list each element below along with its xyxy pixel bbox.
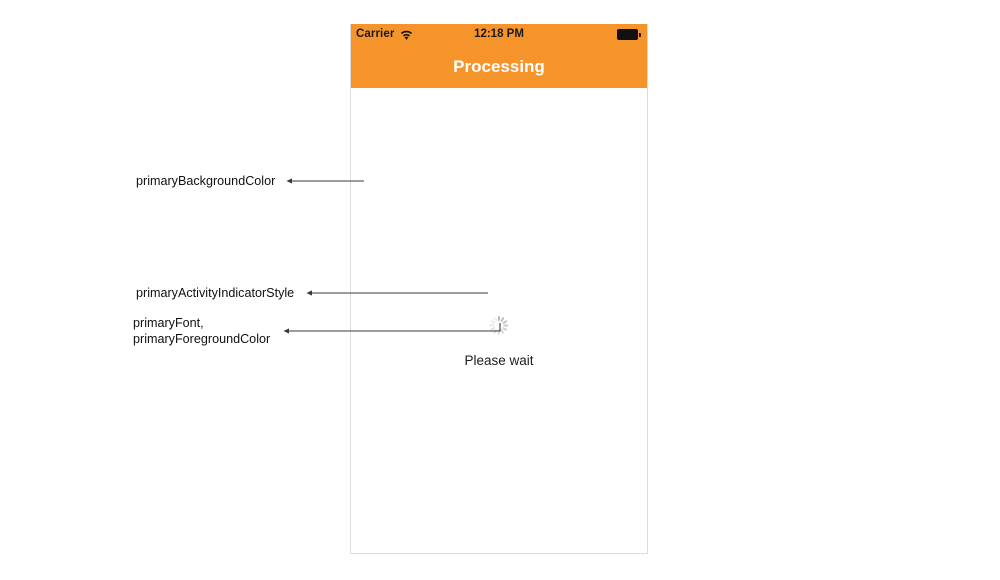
leader-line-primary-font-foreground-color — [283, 323, 507, 343]
annotation-label-primary-background-color: primaryBackgroundColor — [136, 174, 276, 188]
annotation-label-primary-activity-indicator-style: primaryActivityIndicatorStyle — [136, 286, 295, 300]
leader-line-primary-activity-indicator-style — [306, 285, 490, 301]
annotation-line-2: primaryForegroundColor — [133, 332, 271, 346]
wifi-icon — [400, 28, 413, 40]
phone-mockup: Carrier 12:18 PM Processing — [350, 24, 648, 554]
status-bar-time: 12:18 PM — [474, 28, 524, 40]
battery-full-icon — [617, 29, 641, 40]
activity-indicator-spinner — [489, 315, 509, 335]
annotation-label-primary-font-foreground-color: primaryFont, primaryForegroundColor — [133, 315, 270, 347]
annotation-line-1: primaryFont, — [133, 316, 204, 330]
page-title: Processing — [453, 57, 545, 76]
navigation-bar: Processing — [351, 45, 647, 88]
content-area: Please wait — [351, 88, 647, 553]
wait-label: Please wait — [464, 353, 534, 368]
status-bar: Carrier 12:18 PM — [351, 24, 647, 45]
leader-line-primary-background-color — [286, 173, 366, 189]
carrier-label: Carrier — [356, 28, 395, 40]
